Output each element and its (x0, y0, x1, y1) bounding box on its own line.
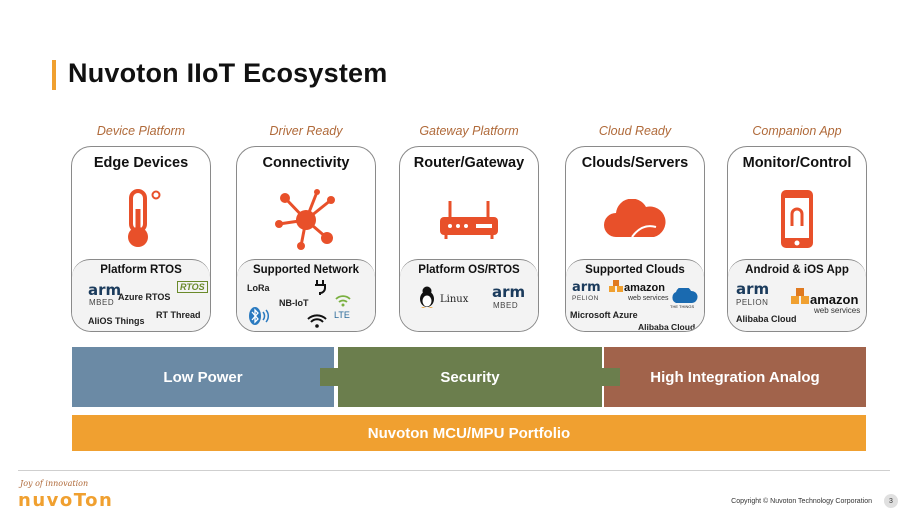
item-alibaba-cloud: Alibaba Cloud (736, 314, 797, 324)
nuvoton-logo: nuvoTon (18, 490, 114, 511)
arm-pelion-text: PELION (736, 298, 769, 307)
arm-pelion-text: PELION (572, 295, 599, 302)
card-router-gateway: Router/Gateway Platform OS/RTOS Linux ar… (399, 146, 539, 332)
page-title: Nuvoton IIoT Ecosystem (68, 58, 388, 88)
column-label-device-platform: Device Platform (96, 124, 186, 138)
item-lora: LoRa (247, 283, 270, 293)
card-connectivity: Connectivity Supported Network LoRa NB-I… (236, 146, 376, 332)
band-low-power: Low Power (72, 347, 334, 407)
aws-subtext: web services (628, 295, 669, 302)
title-accent-bar (52, 60, 56, 90)
arm-logo-text: arm (492, 283, 526, 301)
item-lte: LTE (334, 310, 350, 320)
amazon-logo-text: amazon (624, 282, 665, 294)
card-subheading: Platform RTOS (100, 264, 182, 276)
router-icon (400, 181, 538, 257)
aws-cubes-icon (609, 280, 623, 292)
column-label-cloud-ready: Cloud Ready (598, 124, 672, 138)
aws-subtext: web services (814, 306, 861, 315)
arm-mbed-text: MBED (493, 301, 519, 310)
item-azure-rtos: Azure RTOS (118, 292, 171, 302)
things-network-cloud-icon (672, 288, 698, 303)
card-edge-devices: Edge Devices Platform RTOS arm MBED Azur… (71, 146, 211, 332)
footer-divider (18, 470, 890, 471)
band-mcu-mpu-portfolio: Nuvoton MCU/MPU Portfolio (72, 415, 866, 451)
band-security: Security (320, 347, 620, 407)
column-label-companion-app: Companion App (752, 124, 842, 138)
band-label: Low Power (163, 368, 243, 386)
item-alios-things: AliOS Things (88, 316, 145, 326)
cloud-icon (566, 181, 704, 257)
signal-icon (335, 295, 351, 307)
card-subheading: Supported Clouds (585, 264, 685, 276)
network-hub-icon (237, 181, 375, 257)
item-linux: Linux (440, 294, 469, 305)
card-subheading: Platform OS/RTOS (418, 264, 520, 276)
arm-logo-text: arm (88, 281, 122, 299)
amazon-logo-text: amazon (810, 292, 859, 307)
plug-icon (315, 280, 326, 295)
column-label-driver-ready: Driver Ready (269, 124, 343, 138)
bluetooth-icon (249, 307, 270, 325)
card-heading: Clouds/Servers (581, 155, 689, 171)
linux-tux-icon (420, 286, 434, 308)
item-alibaba-cloud: Alibaba Cloud (638, 322, 696, 332)
band-high-integration-analog: High Integration Analog (604, 347, 866, 407)
item-nb-iot: NB-IoT (279, 298, 309, 308)
card-detail-panel: Supported Clouds arm PELION amazon web s… (566, 259, 704, 331)
rtos-badge: RTOS (177, 281, 208, 293)
card-detail-panel: Android & iOS App arm PELION amazon web … (728, 259, 866, 331)
card-heading: Connectivity (262, 155, 350, 171)
card-detail-panel: Platform OS/RTOS Linux arm MBED (400, 259, 538, 331)
aws-cubes-icon (791, 288, 809, 304)
card-clouds-servers: Clouds/Servers Supported Clouds arm PELI… (565, 146, 705, 332)
card-subheading: Android & iOS App (745, 264, 849, 276)
card-monitor-control: Monitor/Control Android & iOS App arm PE… (727, 146, 867, 332)
arm-logo-text: arm (736, 280, 770, 298)
page-number: 3 (884, 494, 898, 508)
band-label: High Integration Analog (650, 368, 820, 386)
card-subheading: Supported Network (252, 264, 360, 276)
arm-mbed-text: MBED (89, 298, 115, 307)
footer-copyright: Copyright © Nuvoton Technology Corporati… (731, 498, 872, 505)
wifi-icon (307, 314, 327, 328)
band-label: Nuvoton MCU/MPU Portfolio (367, 424, 571, 442)
card-heading: Monitor/Control (742, 155, 852, 171)
footer-tagline: Joy of innovation (20, 479, 89, 488)
column-label-gateway-platform: Gateway Platform (419, 124, 519, 138)
card-heading: Router/Gateway (413, 155, 525, 171)
arm-logo-text: arm (572, 280, 601, 295)
smartphone-icon (728, 181, 866, 257)
item-microsoft-azure: Microsoft Azure (570, 310, 638, 320)
item-rt-thread: RT Thread (156, 310, 201, 320)
things-network-text: THE THINGS (670, 304, 695, 309)
card-heading: Edge Devices (93, 155, 189, 171)
card-detail-panel: Platform RTOS arm MBED Azure RTOS RTOS A… (72, 259, 210, 331)
thermometer-icon (72, 181, 210, 257)
card-detail-panel: Supported Network LoRa NB-IoT LTE (237, 259, 375, 331)
band-label: Security (440, 368, 500, 386)
